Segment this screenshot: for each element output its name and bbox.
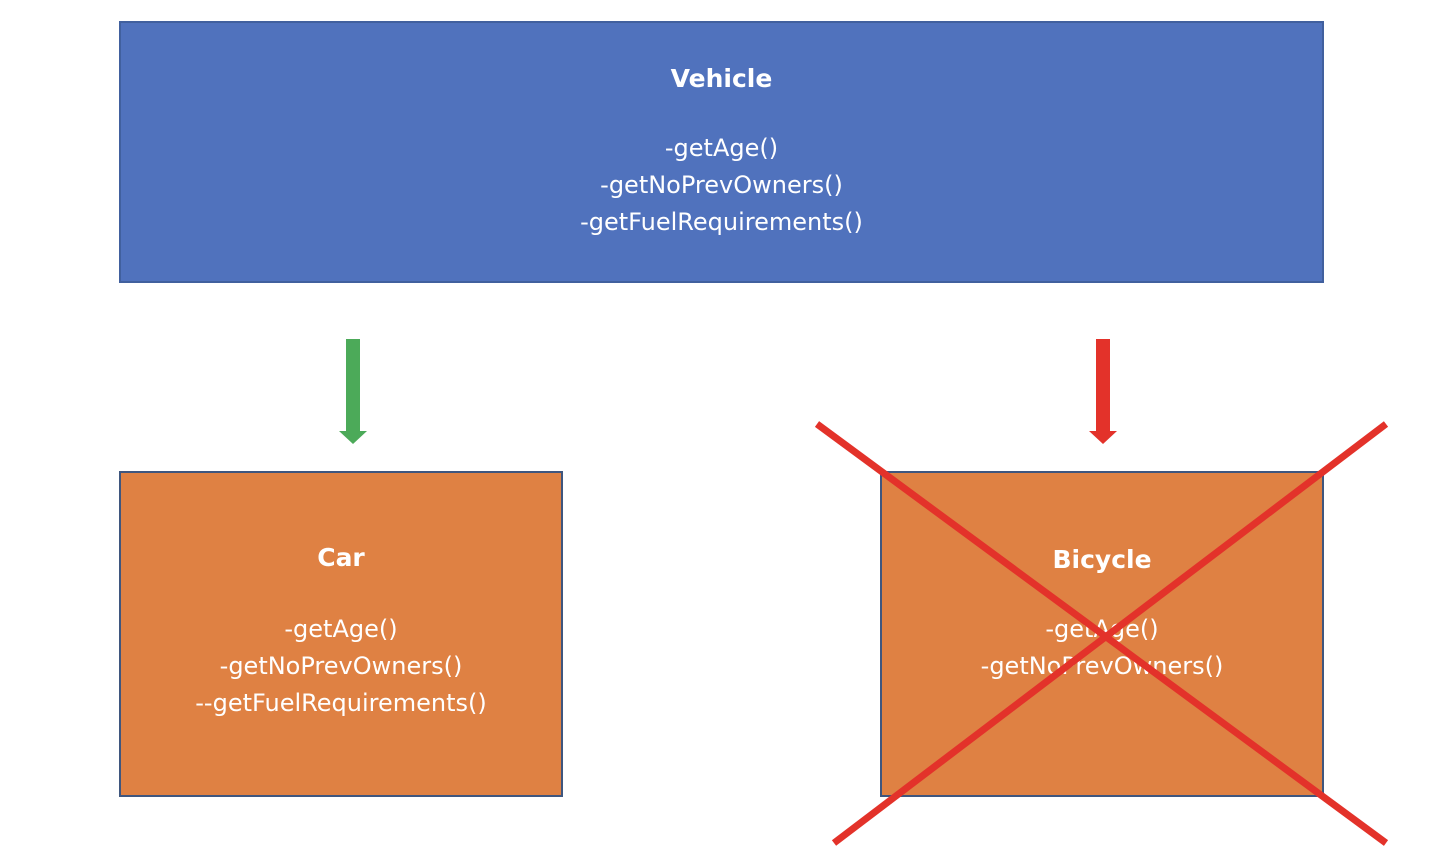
vehicle-method-list: -getAge() -getNoPrevOwners() -getFuelReq… — [580, 130, 863, 241]
bicycle-method-get-age: -getAge() — [1045, 615, 1159, 643]
car-method-get-age: -getAge() — [284, 614, 398, 643]
vehicle-method-get-age: -getAge() — [664, 133, 779, 162]
car-class-title: Car — [317, 542, 365, 572]
car-method-list: -getAge() -getNoPrevOwners() --getFuelRe… — [195, 611, 486, 722]
car-arrow-shaft — [346, 339, 360, 431]
bicycle-down-arrow-icon — [1089, 339, 1117, 444]
bicycle-class-title: Bicycle — [1052, 545, 1152, 574]
car-method-get-no-prev-owners: -getNoPrevOwners() — [219, 651, 463, 680]
bicycle-method-list: -getAge() -getNoPrevOwners() — [981, 611, 1224, 685]
bicycle-arrow-head — [1089, 431, 1117, 444]
vehicle-class-title: Vehicle — [670, 63, 773, 93]
bicycle-class-box: Bicycle -getAge() -getNoPrevOwners() — [880, 471, 1324, 797]
car-arrow-head — [339, 431, 367, 444]
vehicle-method-get-fuel-requirements: -getFuelRequirements() — [580, 207, 863, 236]
car-class-box: Car -getAge() -getNoPrevOwners() --getFu… — [119, 471, 563, 797]
bicycle-method-get-no-prev-owners: -getNoPrevOwners() — [980, 652, 1224, 680]
car-method-get-fuel-requirements: --getFuelRequirements() — [195, 688, 487, 717]
car-down-arrow-icon — [339, 339, 367, 444]
vehicle-class-box: Vehicle -getAge() -getNoPrevOwners() -ge… — [119, 21, 1324, 283]
bicycle-arrow-shaft — [1096, 339, 1110, 431]
vehicle-method-get-no-prev-owners: -getNoPrevOwners() — [600, 170, 843, 199]
